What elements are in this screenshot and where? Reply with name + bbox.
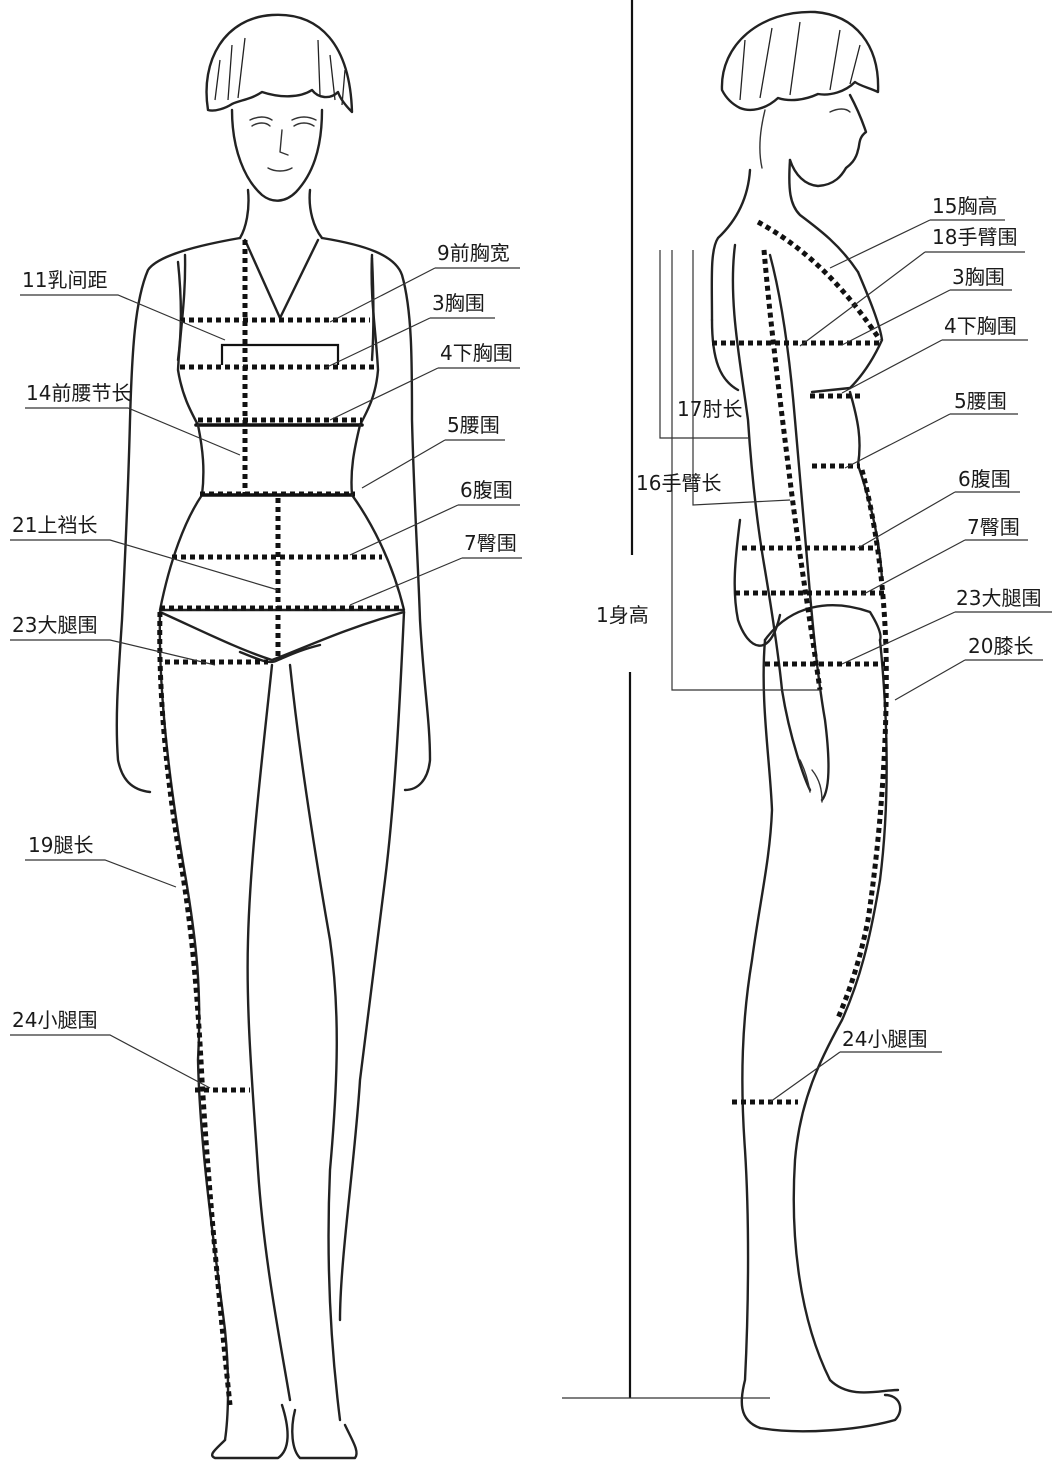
label-front-waist-length: 14前腰节长 <box>26 381 131 405</box>
front-briefs <box>160 495 404 610</box>
label-abdomen-front: 6腹围 <box>460 478 513 502</box>
label-elbow-length: 17肘长 <box>677 397 742 421</box>
front-bra <box>178 255 378 425</box>
side-back-leg <box>742 640 772 1428</box>
side-leader-lines <box>770 220 1052 1102</box>
front-labels: 9前胸宽 11乳间距 3胸围 4下胸围 14前腰节长 5腰围 6腹围 21上裆长… <box>12 241 517 1032</box>
label-bust-point-distance: 11乳间距 <box>22 268 107 292</box>
side-face <box>790 95 866 186</box>
label-calf-side: 24小腿围 <box>842 1027 927 1051</box>
front-right-arm <box>322 238 430 790</box>
label-hip-side: 7臀围 <box>967 515 1020 539</box>
side-measure-lines <box>660 222 886 1102</box>
label-arm-length: 16手臂长 <box>636 471 721 495</box>
label-leg-length: 19腿长 <box>28 833 93 857</box>
label-abdomen-side: 6腹围 <box>958 467 1011 491</box>
side-bra <box>812 272 882 392</box>
label-underbust-side: 4下胸围 <box>944 314 1017 338</box>
side-briefs <box>765 605 881 640</box>
front-left-arm <box>117 238 240 792</box>
label-thigh-front: 23大腿围 <box>12 613 97 637</box>
side-front-leg <box>794 640 898 1393</box>
label-calf-front: 24小腿围 <box>12 1008 97 1032</box>
label-underbust-front: 4下胸围 <box>440 341 513 365</box>
label-bust-side: 3胸围 <box>952 265 1005 289</box>
label-thigh-side: 23大腿围 <box>956 586 1041 610</box>
label-waist-side: 5腰围 <box>954 389 1007 413</box>
label-chest-width: 9前胸宽 <box>437 241 510 265</box>
label-hip-front: 7臀围 <box>464 531 517 555</box>
label-bust-height: 15胸高 <box>932 194 997 218</box>
label-waist-front: 5腰围 <box>447 413 500 437</box>
label-arm-girth: 18手臂围 <box>932 225 1017 249</box>
front-measure-lines <box>160 240 404 1405</box>
label-height: 1身高 <box>596 603 649 627</box>
side-figure <box>712 12 900 1431</box>
label-knee-length: 20膝长 <box>968 634 1033 658</box>
front-left-leg <box>160 612 228 1440</box>
front-right-leg <box>290 665 340 1420</box>
side-arm <box>733 245 810 790</box>
label-crotch-length: 21上裆长 <box>12 513 97 537</box>
front-figure <box>117 15 430 1458</box>
label-bust-front: 3胸围 <box>432 291 485 315</box>
side-labels: 15胸高 18手臂围 3胸围 4下胸围 5腰围 17肘长 6腹围 16手臂长 7… <box>636 194 1041 1051</box>
